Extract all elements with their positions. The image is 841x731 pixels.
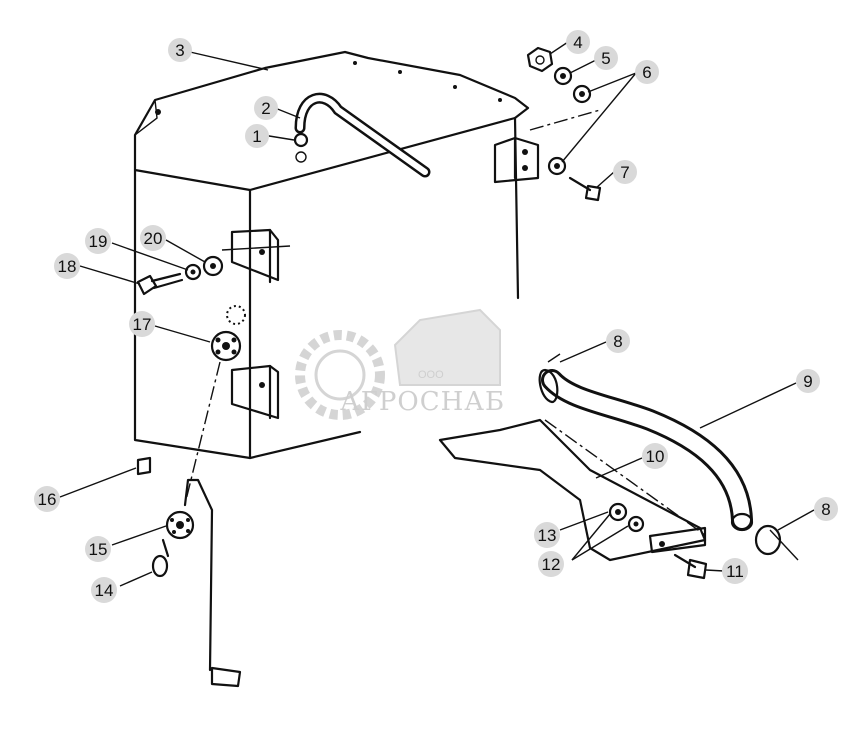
- svg-text:20: 20: [144, 229, 163, 248]
- bolt-18: [136, 272, 184, 296]
- svg-text:16: 16: [38, 490, 57, 509]
- callout-20: 20: [140, 225, 166, 251]
- drain-tube: [183, 478, 242, 688]
- callout-8-upper: 8: [606, 329, 630, 353]
- washer-13: [608, 502, 628, 522]
- hose-clamp-8-lower: [754, 524, 799, 561]
- callout-18: 18: [54, 253, 80, 279]
- callout-6: 6: [635, 60, 659, 84]
- plug-16: [136, 456, 152, 476]
- svg-text:19: 19: [89, 232, 108, 251]
- svg-text:11: 11: [726, 562, 744, 581]
- flange-15: [165, 510, 195, 540]
- svg-text:2: 2: [261, 99, 270, 118]
- svg-text:3: 3: [175, 41, 184, 60]
- callout-1: 1: [245, 124, 269, 148]
- callout-4: 4: [566, 30, 590, 54]
- svg-text:18: 18: [58, 257, 77, 276]
- washer-6-lower: [547, 156, 567, 176]
- svg-text:5: 5: [601, 49, 610, 68]
- callout-9: 9: [796, 369, 820, 393]
- svg-text:10: 10: [646, 447, 665, 466]
- callout-3: 3: [168, 38, 192, 62]
- svg-text:17: 17: [133, 315, 152, 334]
- plug-1: [293, 132, 309, 163]
- breather-hose: [294, 92, 431, 178]
- callout-15: 15: [85, 536, 111, 562]
- hopper-body: [133, 50, 530, 460]
- bracket-left-upper: [221, 228, 291, 284]
- callout-11: 11: [722, 558, 748, 584]
- washer-5: [553, 66, 573, 86]
- svg-text:12: 12: [542, 555, 561, 574]
- svg-text:14: 14: [95, 581, 114, 600]
- washer-12: [627, 515, 645, 533]
- support-plate-10: [438, 418, 707, 562]
- callout-17: 17: [129, 311, 155, 337]
- watermark-logo: ООО АГРОСНАБ: [295, 308, 505, 420]
- leader-lines: [59, 41, 815, 587]
- watermark-brand: АГРОСНАБ: [340, 387, 505, 417]
- washer-6-upper: [572, 84, 592, 104]
- svg-text:8: 8: [821, 500, 830, 519]
- hose-clamp-8-upper: [538, 353, 561, 404]
- svg-text:1: 1: [252, 127, 261, 146]
- svg-text:9: 9: [803, 372, 812, 391]
- watermark-prefix: ООО: [418, 369, 444, 381]
- nut-4: [526, 46, 554, 73]
- level-gauge-17: [210, 305, 246, 362]
- callout-12: 12: [538, 551, 564, 577]
- bolt-11: [673, 553, 708, 580]
- callout-7: 7: [613, 160, 637, 184]
- callout-14: 14: [91, 577, 117, 603]
- callout-13: 13: [534, 522, 560, 548]
- callout-16: 16: [34, 486, 60, 512]
- bracket-upper-right: [493, 136, 540, 184]
- hose-9: [541, 369, 754, 532]
- svg-text:7: 7: [620, 163, 629, 182]
- bolt-7: [568, 176, 602, 202]
- washer-20: [202, 255, 224, 277]
- callout-5: 5: [594, 46, 618, 70]
- fitting-14: [151, 538, 170, 578]
- svg-text:6: 6: [642, 63, 651, 82]
- callout-10: 10: [642, 443, 668, 469]
- svg-text:15: 15: [89, 540, 108, 559]
- svg-text:4: 4: [573, 33, 582, 52]
- svg-text:13: 13: [538, 526, 557, 545]
- bracket-left-lower: [230, 364, 280, 420]
- callout-2: 2: [254, 96, 278, 120]
- washer-19: [184, 263, 202, 281]
- svg-text:8: 8: [613, 332, 622, 351]
- callout-19: 19: [85, 228, 111, 254]
- callout-8-lower: 8: [814, 497, 838, 521]
